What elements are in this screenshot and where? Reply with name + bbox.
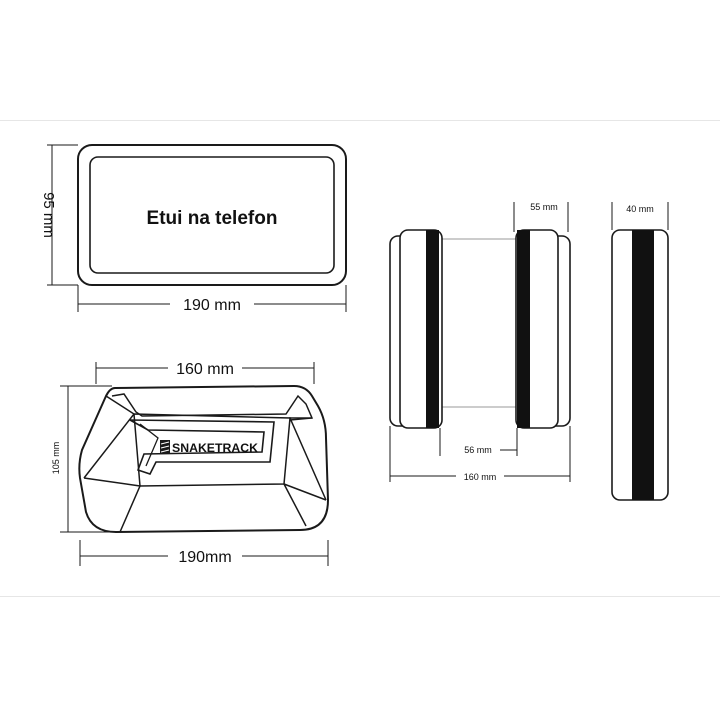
- snaketrack-logo: SNAKETRACK: [160, 440, 258, 455]
- chevron-inner: [139, 423, 159, 467]
- facet-right: [288, 417, 327, 501]
- height-dim-label: 95 mm: [40, 192, 57, 238]
- top-view: Etui na telefon 95 mm 190 mm: [40, 144, 347, 314]
- end-roll-band: [632, 230, 654, 500]
- roll-dim-label: 55 mm: [530, 202, 558, 212]
- side-view: 55 mm 56 mm 160 mm: [389, 202, 571, 482]
- side-dim-label: 105 mm: [51, 442, 61, 475]
- left-roll-band: [426, 230, 439, 428]
- chevron-emblem: [129, 419, 275, 475]
- total-dim-label: 160 mm: [464, 472, 497, 482]
- end-dim-label: 40 mm: [626, 204, 654, 214]
- width-dim-label: 190 mm: [183, 297, 241, 314]
- facet-bottom-right: [283, 483, 327, 527]
- end-view: 40 mm: [611, 202, 669, 501]
- top-dim-label: 160 mm: [176, 361, 234, 378]
- case-inner-outline: [89, 156, 335, 274]
- frame-top-line: [0, 120, 720, 121]
- front-view: SNAKETRACK 160 mm 105 mm 190mm: [51, 361, 330, 566]
- case-label: Etui na telefon: [147, 208, 278, 229]
- facet-bottom-left: [83, 477, 142, 533]
- logo-text: SNAKETRACK: [172, 441, 258, 455]
- facet-left: [83, 395, 136, 479]
- gap-dim-label: 56 mm: [464, 445, 492, 455]
- right-roll-band: [517, 230, 530, 428]
- bottom-dim-label: 190mm: [178, 549, 231, 566]
- frame-bottom-line: [0, 596, 720, 597]
- facet-top-band: [111, 393, 314, 421]
